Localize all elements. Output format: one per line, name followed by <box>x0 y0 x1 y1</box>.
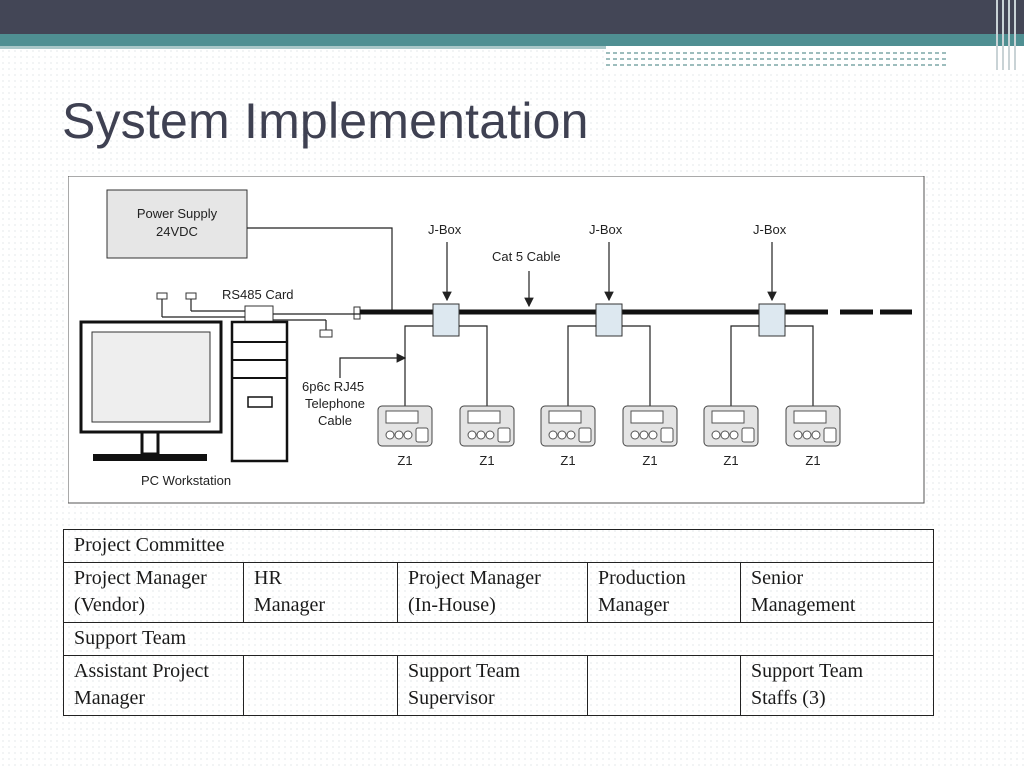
plug-connector <box>185 292 197 300</box>
pc-workstation-label: PC Workstation <box>141 473 231 488</box>
terminal-label: Z1 <box>560 453 575 468</box>
time-terminal <box>377 405 433 447</box>
table-cell: Project Manager(Vendor) <box>63 562 244 623</box>
empty-cell <box>587 655 741 716</box>
monitor-screen <box>91 331 211 423</box>
jbox-label: J-Box <box>428 222 462 237</box>
power-line <box>247 227 393 310</box>
power-supply-voltage: 24VDC <box>156 224 198 239</box>
header-decoration-line <box>606 58 946 60</box>
header-band <box>0 0 1024 34</box>
header-accent-thin-stripe <box>0 46 1024 49</box>
telephone-cable-label-1: 6p6c RJ45 <box>302 379 364 394</box>
header-accent-stripe <box>0 34 1024 46</box>
monitor-stand <box>140 430 160 456</box>
header-decoration-vertical <box>996 0 998 70</box>
junction-box <box>758 303 786 337</box>
cat5-cable-label: Cat 5 Cable <box>492 249 561 264</box>
header-decoration-line <box>606 64 946 66</box>
power-supply-label: Power Supply <box>137 206 218 221</box>
jbox-label: J-Box <box>753 222 787 237</box>
terminal-label: Z1 <box>642 453 657 468</box>
section-header: Support Team <box>74 627 187 649</box>
support-header-cell: Support Team <box>62 622 935 656</box>
time-terminal <box>459 405 515 447</box>
header-decoration-vertical <box>1002 0 1004 70</box>
time-terminal <box>540 405 596 447</box>
plug-connector <box>156 292 168 300</box>
time-terminal <box>785 405 841 447</box>
header-decoration-vertical <box>1008 0 1010 70</box>
power-supply-box <box>106 189 248 259</box>
org-chart-table: Project Committee Project Manager(Vendor… <box>62 529 935 716</box>
time-terminal <box>622 405 678 447</box>
jbox-drop-wire <box>622 325 651 406</box>
terminal-label: Z1 <box>479 453 494 468</box>
telephone-cable-label-2: Telephone <box>305 396 365 411</box>
telephone-cable-arrow <box>339 353 407 378</box>
telephone-cable-label-3: Cable <box>318 413 352 428</box>
header-decoration-line <box>606 52 946 54</box>
table-cell: Project Manager(In-House) <box>397 562 588 623</box>
jbox-drop-wire <box>404 325 433 406</box>
bus-terminator <box>353 306 361 320</box>
network-diagram: Power Supply 24VDC RS485 Card PC Worksta… <box>68 176 925 504</box>
time-terminal <box>703 405 759 447</box>
tower-drive-slot <box>247 396 273 408</box>
table-row: Support Team <box>62 622 935 656</box>
section-header: Project Committee <box>74 534 225 556</box>
junction-box <box>595 303 623 337</box>
rs485-card-label: RS485 Card <box>222 287 294 302</box>
jbox-label: J-Box <box>589 222 623 237</box>
table-row: Project Committee <box>62 529 935 563</box>
terminal-label: Z1 <box>805 453 820 468</box>
junction-box <box>432 303 460 337</box>
terminal-label: Z1 <box>397 453 412 468</box>
committee-header-cell: Project Committee <box>62 529 935 563</box>
empty-cell <box>243 655 398 716</box>
ground-connector <box>319 329 333 338</box>
rs485-card <box>244 305 274 323</box>
jbox-drop-wire <box>567 325 596 406</box>
jbox-drop-wire <box>785 325 814 406</box>
pc-tower <box>230 320 289 463</box>
terminal-label: Z1 <box>723 453 738 468</box>
jbox-drop-wire <box>459 325 488 406</box>
slide-title: System Implementation <box>62 93 589 149</box>
monitor-base <box>93 454 207 461</box>
header-decoration-vertical <box>1014 0 1016 70</box>
jbox-drop-wire <box>730 325 759 406</box>
